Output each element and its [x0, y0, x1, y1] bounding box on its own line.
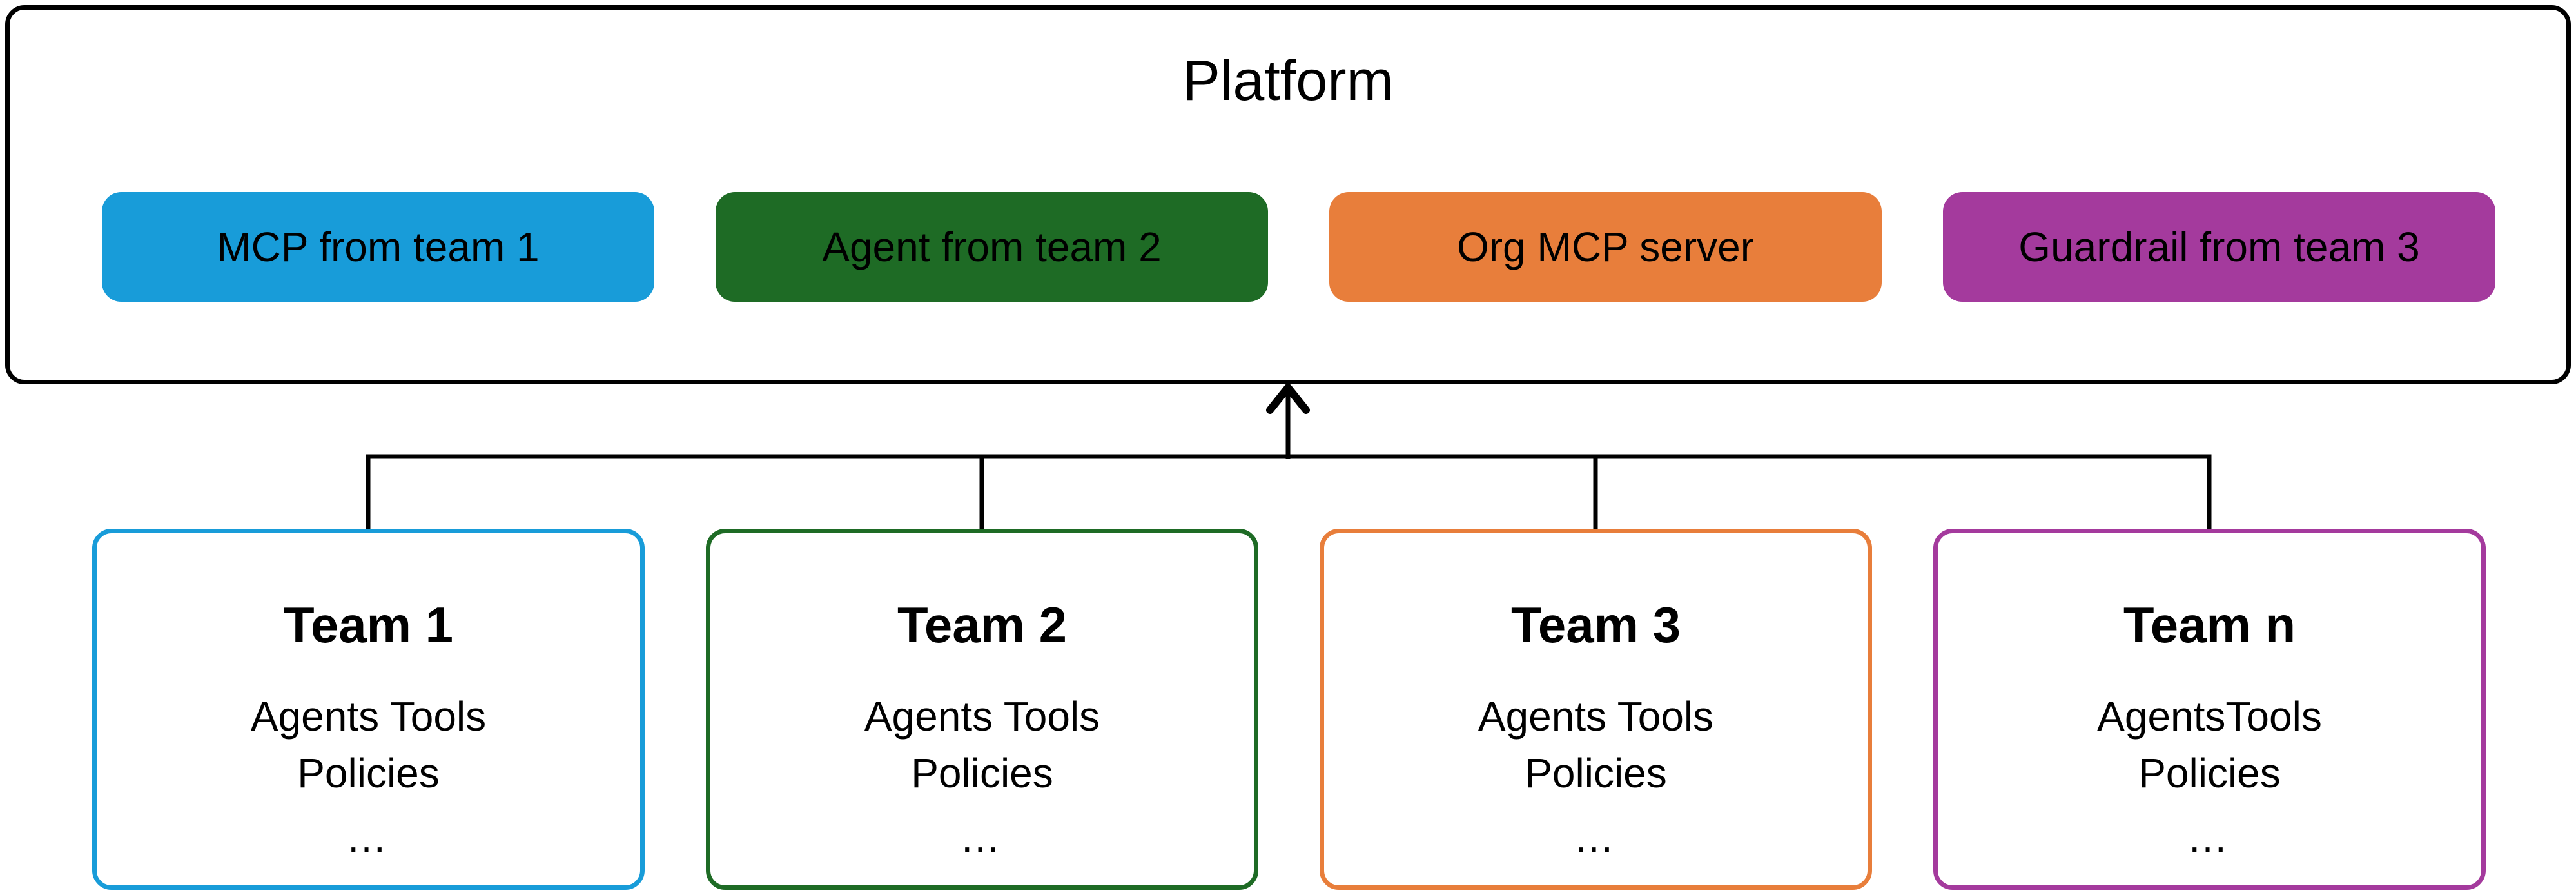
team-2-title: Team 2 — [897, 596, 1068, 653]
team-box-1: Team 1 Agents Tools Policies … — [92, 529, 645, 890]
platform-box: Platform MCP from team 1 Agent from team… — [5, 5, 2571, 384]
team-2-ellipsis: … — [959, 814, 1005, 861]
team-1-line-2: Policies — [297, 749, 440, 796]
team-n-body: AgentsTools Policies — [2097, 688, 2322, 802]
team-1-body: Agents Tools Policies — [251, 688, 486, 802]
team-2-line-2: Policies — [911, 749, 1053, 796]
team-1-title: Team 1 — [283, 596, 454, 653]
team-box-n: Team n AgentsTools Policies … — [1933, 529, 2486, 890]
team-3-ellipsis: … — [1573, 814, 1619, 861]
service-pill-mcp-team-1: MCP from team 1 — [102, 192, 654, 302]
service-pill-agent-team-2: Agent from team 2 — [716, 192, 1268, 302]
team-box-2: Team 2 Agents Tools Policies … — [706, 529, 1258, 890]
team-3-body: Agents Tools Policies — [1478, 688, 1713, 802]
team-n-ellipsis: … — [2187, 814, 2232, 861]
team-n-line-2: Policies — [2138, 749, 2281, 796]
team-n-title: Team n — [2123, 596, 2296, 653]
team-2-line-1: Agents Tools — [864, 693, 1100, 740]
bus-line — [366, 454, 2212, 531]
service-pill-guardrail-team-3: Guardrail from team 3 — [1943, 192, 2495, 302]
team-2-body: Agents Tools Policies — [864, 688, 1100, 802]
team-1-ellipsis: … — [346, 814, 391, 861]
team-n-line-1: AgentsTools — [2097, 693, 2322, 740]
team-box-3: Team 3 Agents Tools Policies … — [1320, 529, 1872, 890]
team-1-line-1: Agents Tools — [250, 693, 487, 740]
up-arrow-head — [1266, 384, 1310, 414]
team-3-title: Team 3 — [1510, 596, 1681, 653]
teams-row: Team 1 Agents Tools Policies … Team 2 Ag… — [92, 529, 2486, 890]
team-3-line-2: Policies — [1525, 749, 1667, 796]
connector-group — [366, 384, 2212, 531]
team-3-line-1: Agents Tools — [1478, 693, 1714, 740]
platform-services-row: MCP from team 1 Agent from team 2 Org MC… — [102, 192, 2495, 302]
service-pill-org-mcp-server: Org MCP server — [1329, 192, 1882, 302]
platform-title: Platform — [1182, 48, 1394, 112]
